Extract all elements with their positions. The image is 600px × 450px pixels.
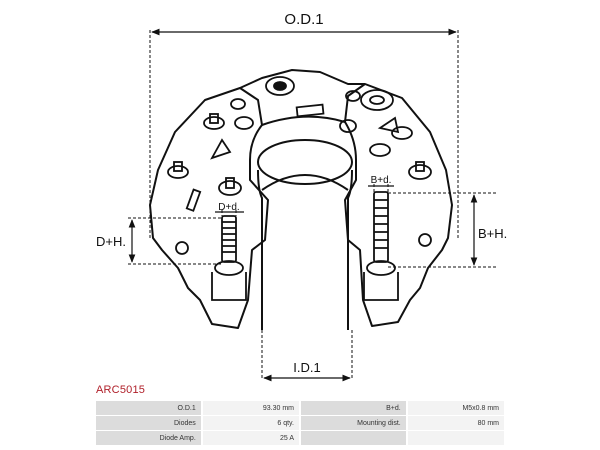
- spec-value: 6 qty.: [202, 416, 299, 430]
- diode-terminals: [167, 76, 432, 255]
- centre-tube: [257, 139, 353, 330]
- rectifier-outline: [149, 69, 453, 329]
- dd-label: D+d.: [218, 202, 239, 213]
- dh-label: D+H.: [96, 234, 126, 249]
- dimension-lines: [128, 30, 498, 380]
- spec-value: 25 A: [202, 431, 299, 445]
- rectifier-technical-drawing: O.D.1 I.D.1 D+H. B+H. D+d. B+d.: [96, 11, 507, 382]
- dimension-arrows: [128, 28, 478, 382]
- id-label: I.D.1: [293, 360, 320, 375]
- spec-label: O.D.1: [96, 401, 201, 415]
- spec-value: 80 mm: [407, 416, 504, 430]
- table-row: Diodes 6 qty. Mounting dist. 80 mm: [96, 416, 504, 430]
- bh-label: B+H.: [478, 226, 507, 241]
- spec-label: [300, 431, 406, 445]
- spec-label: Diodes: [96, 416, 201, 430]
- table-row: Diode Amp. 25 A: [96, 431, 504, 445]
- spec-value: [407, 431, 504, 445]
- spec-label: Mounting dist.: [300, 416, 406, 430]
- table-row: O.D.1 93.30 mm B+d. M5x0.8 mm: [96, 401, 504, 415]
- spec-table: O.D.1 93.30 mm B+d. M5x0.8 mm Diodes 6 q…: [94, 400, 506, 446]
- bd-label: B+d.: [371, 175, 392, 186]
- od-label: O.D.1: [284, 11, 323, 28]
- spec-label: B+d.: [300, 401, 406, 415]
- spec-value: 93.30 mm: [202, 401, 299, 415]
- spec-label: Diode Amp.: [96, 431, 201, 445]
- part-code: ARC5015: [96, 384, 146, 396]
- right-bolt: [363, 191, 399, 301]
- spec-value: M5x0.8 mm: [407, 401, 504, 415]
- left-bolt: [211, 215, 247, 301]
